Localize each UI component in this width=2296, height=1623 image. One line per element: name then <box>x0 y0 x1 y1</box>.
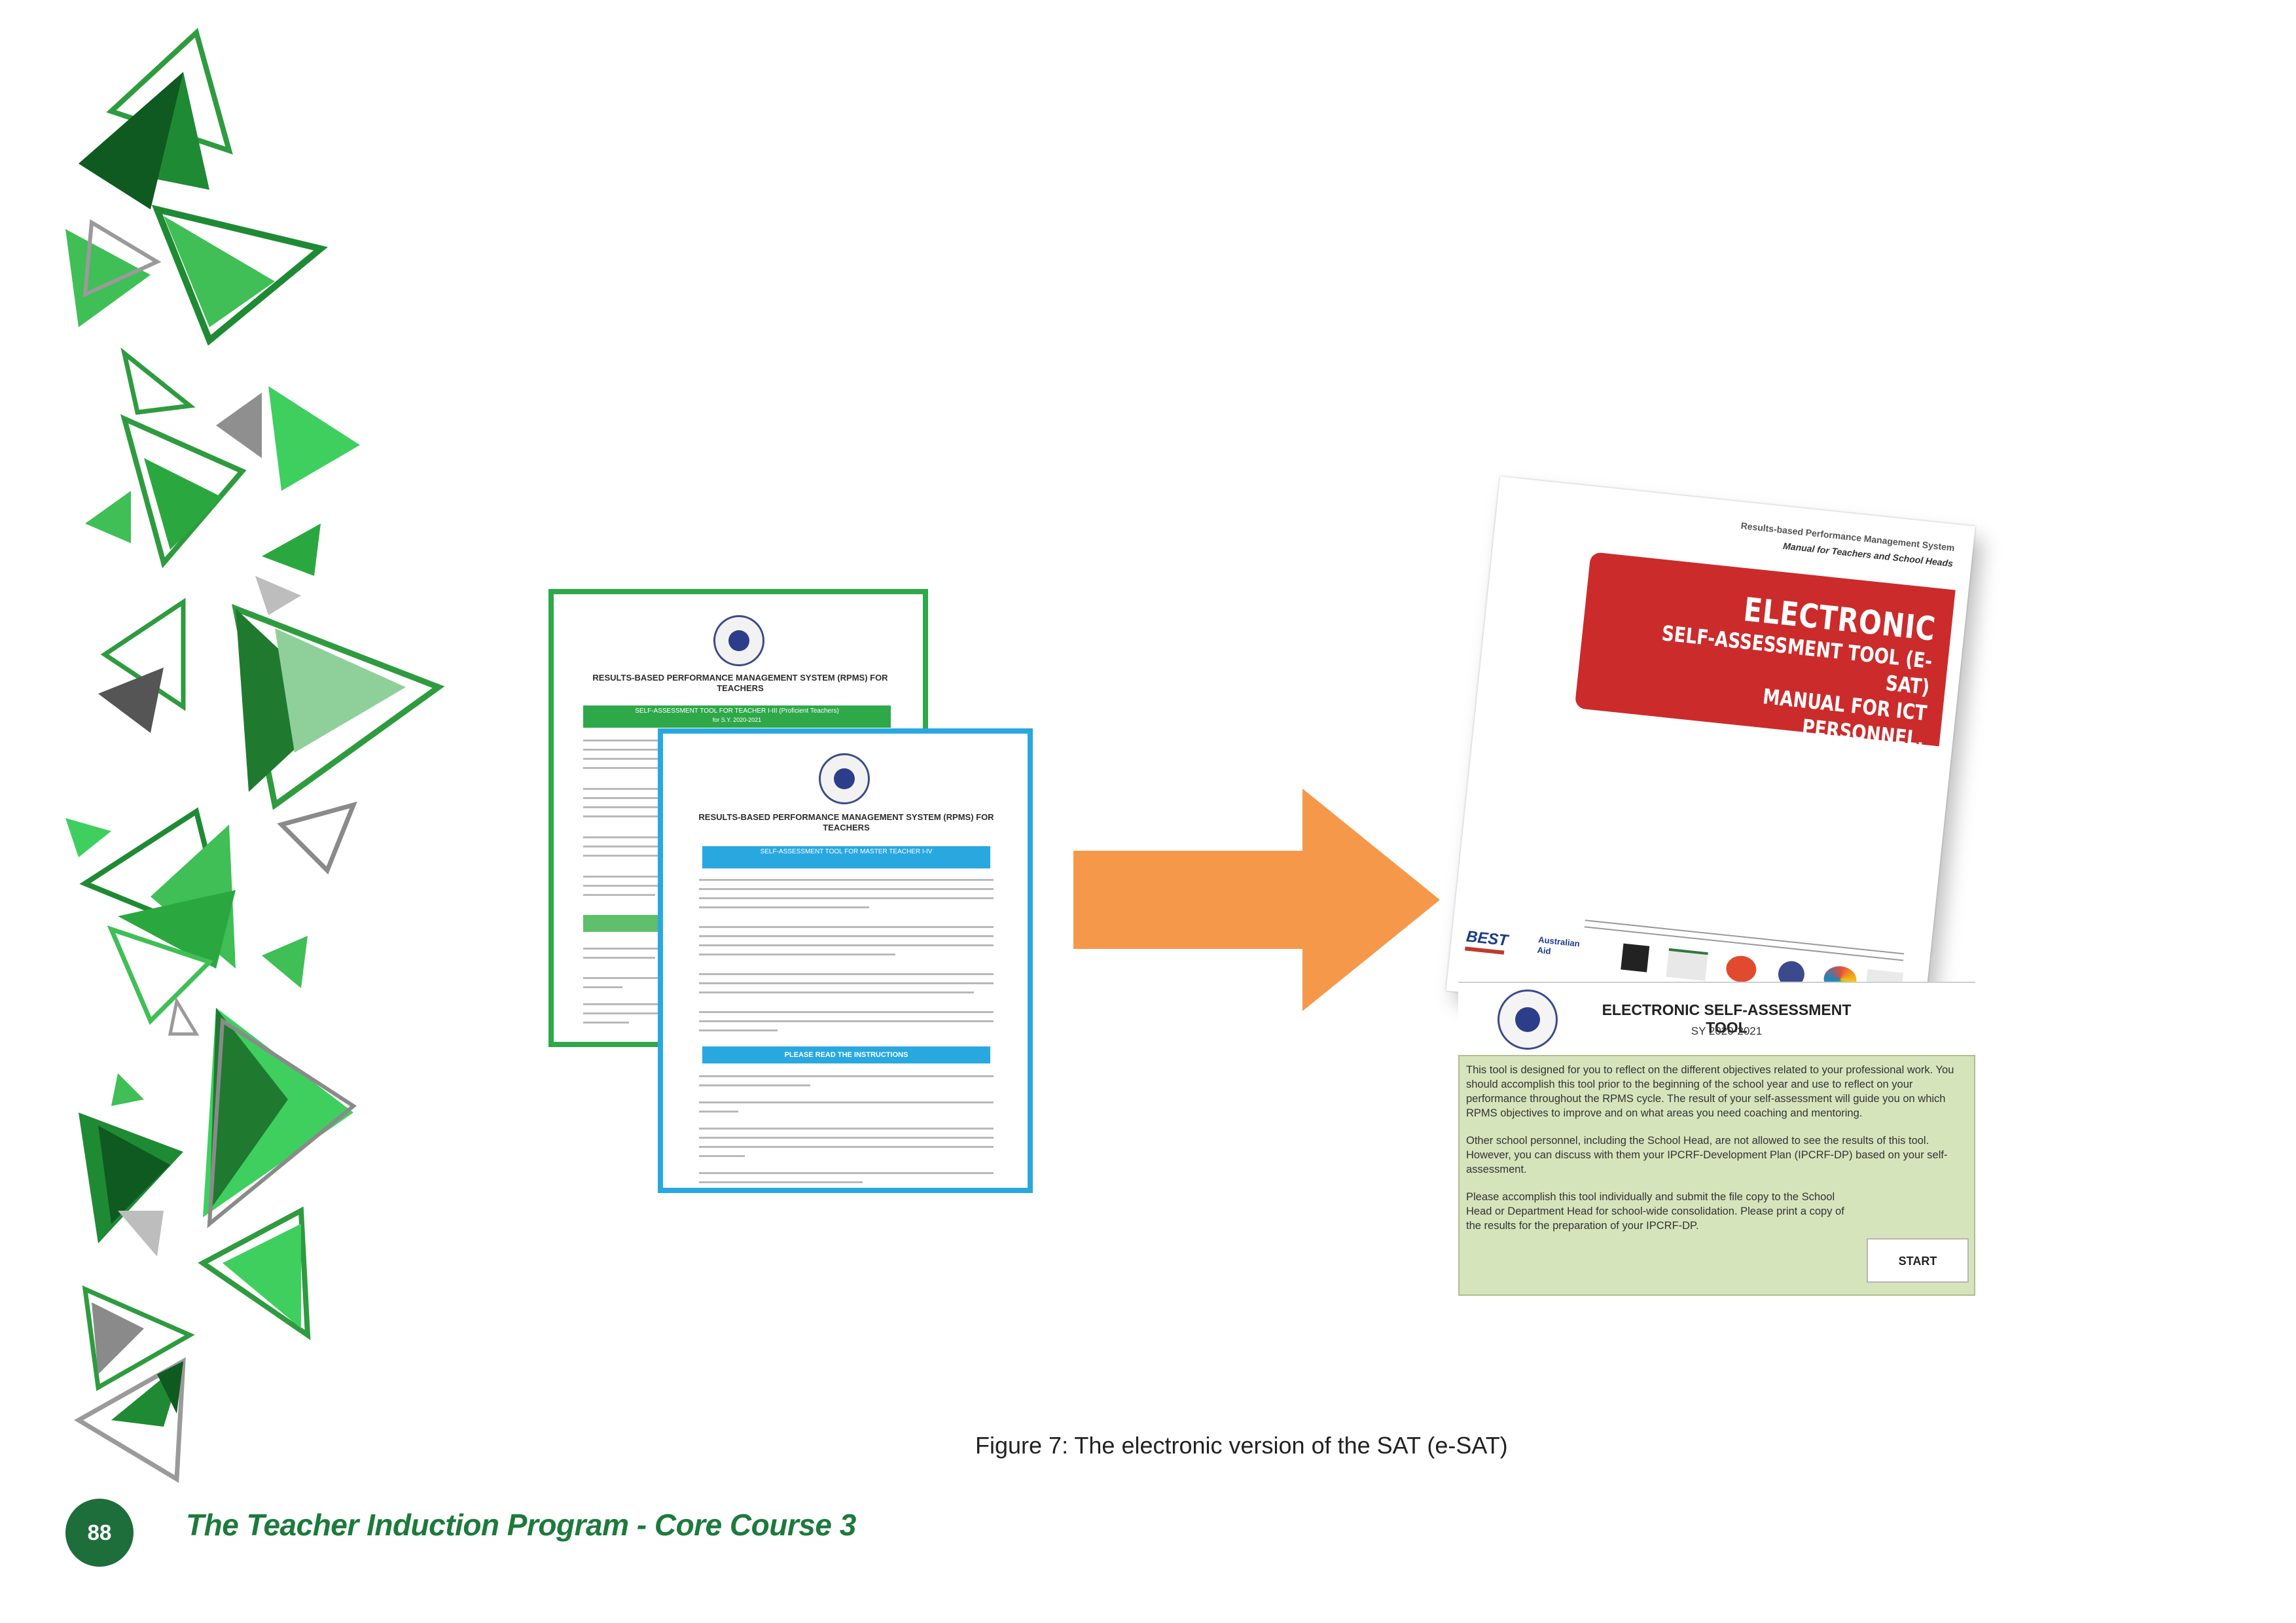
triangle <box>216 393 262 458</box>
triangle <box>168 997 200 1036</box>
triangle <box>107 925 214 1026</box>
triangle <box>120 348 196 415</box>
triangle <box>74 1357 186 1483</box>
triangle <box>111 1073 144 1106</box>
document-title: RESULTS-BASED PERFORMANCE MANAGEMENT SYS… <box>698 812 994 832</box>
esat-title: ELECTRONIC SELF-ASSESSMENT TOOL <box>1602 1001 1852 1036</box>
decorative-triangles <box>65 27 445 1483</box>
partner-logo <box>1725 954 1758 984</box>
partner-logo <box>1621 943 1650 972</box>
triangle <box>92 1302 144 1374</box>
right-arrow-icon <box>1073 789 1440 1011</box>
triangle <box>98 668 164 733</box>
deped-seal-icon <box>1498 990 1558 1050</box>
document-bar-label: SELF-ASSESSMENT TOOL FOR TEACHER I-III (… <box>635 707 839 715</box>
esat-paragraph: Other school personnel, including the Sc… <box>1466 1135 1948 1175</box>
esat-manual-cover: Results-based Performance Management Sys… <box>1446 476 1976 1041</box>
triangle <box>82 1285 195 1391</box>
document-bar-year: for S.Y. 2020-2021 <box>712 717 762 723</box>
triangle <box>262 524 321 576</box>
triangle <box>82 219 162 298</box>
esat-header: ELECTRONIC SELF-ASSESSMENT TOOL SY 2020-… <box>1458 982 1975 1056</box>
triangle <box>98 1126 170 1224</box>
triangle <box>144 458 223 550</box>
instructions-bar: PLEASE READ THE INSTRUCTIONS <box>702 1046 990 1063</box>
footer-title: The Teacher Induction Program - Core Cou… <box>186 1508 856 1542</box>
esat-instructions-panel: This tool is designed for you to reflect… <box>1458 1055 1975 1296</box>
esat-start-screen: ELECTRONIC SELF-ASSESSMENT TOOL SY 2020-… <box>1458 982 1975 1296</box>
triangle <box>79 72 183 209</box>
triangle <box>65 229 151 327</box>
triangle <box>223 1224 301 1329</box>
rpms-master-teachers-document: RESULTS-BASED PERFORMANCE MANAGEMENT SYS… <box>658 728 1033 1193</box>
figure-caption: Figure 7: The electronic version of the … <box>975 1432 1508 1459</box>
triangle <box>275 628 406 753</box>
triangle <box>118 1211 164 1257</box>
document-title: RESULTS-BASED PERFORMANCE MANAGEMENT SYS… <box>592 673 888 693</box>
manual-title-box: ELECTRONIC SELF-ASSESSMENT TOOL (E-SAT) … <box>1574 552 1956 804</box>
best-logo: BEST <box>1464 927 1513 958</box>
triangle <box>157 1361 183 1414</box>
triangle <box>65 818 111 857</box>
esat-paragraph: This tool is designed for you to reflect… <box>1466 1064 1954 1119</box>
triangle <box>151 204 328 346</box>
australian-aid-logo: Australian Aid <box>1536 935 1581 957</box>
triangle <box>164 216 275 327</box>
document-bar: SELF-ASSESSMENT TOOL FOR TEACHER I-III (… <box>583 705 891 728</box>
deped-seal-icon <box>713 615 764 666</box>
document-bar: SELF-ASSESSMENT TOOL FOR MASTER TEACHER … <box>702 846 990 868</box>
instructions-label: PLEASE READ THE INSTRUCTIONS <box>784 1051 908 1059</box>
esat-paragraph: Please accomplish this tool individually… <box>1466 1191 1844 1232</box>
triangle <box>262 936 308 988</box>
deped-seal-icon <box>819 753 870 804</box>
triangle <box>268 386 360 491</box>
triangle <box>85 491 131 543</box>
partner-logo <box>1666 948 1708 981</box>
document-bar-label: SELF-ASSESSMENT TOOL FOR MASTER TEACHER … <box>760 848 933 855</box>
esat-year: SY 2020-2021 <box>1691 1025 1763 1037</box>
page-number: 88 <box>65 1499 134 1567</box>
triangle <box>209 1008 288 1211</box>
triangle <box>118 890 236 969</box>
triangle <box>198 1206 311 1340</box>
start-button[interactable]: START <box>1867 1238 1969 1283</box>
triangle <box>255 576 301 615</box>
triangle <box>277 801 357 875</box>
triangle <box>207 1017 357 1228</box>
